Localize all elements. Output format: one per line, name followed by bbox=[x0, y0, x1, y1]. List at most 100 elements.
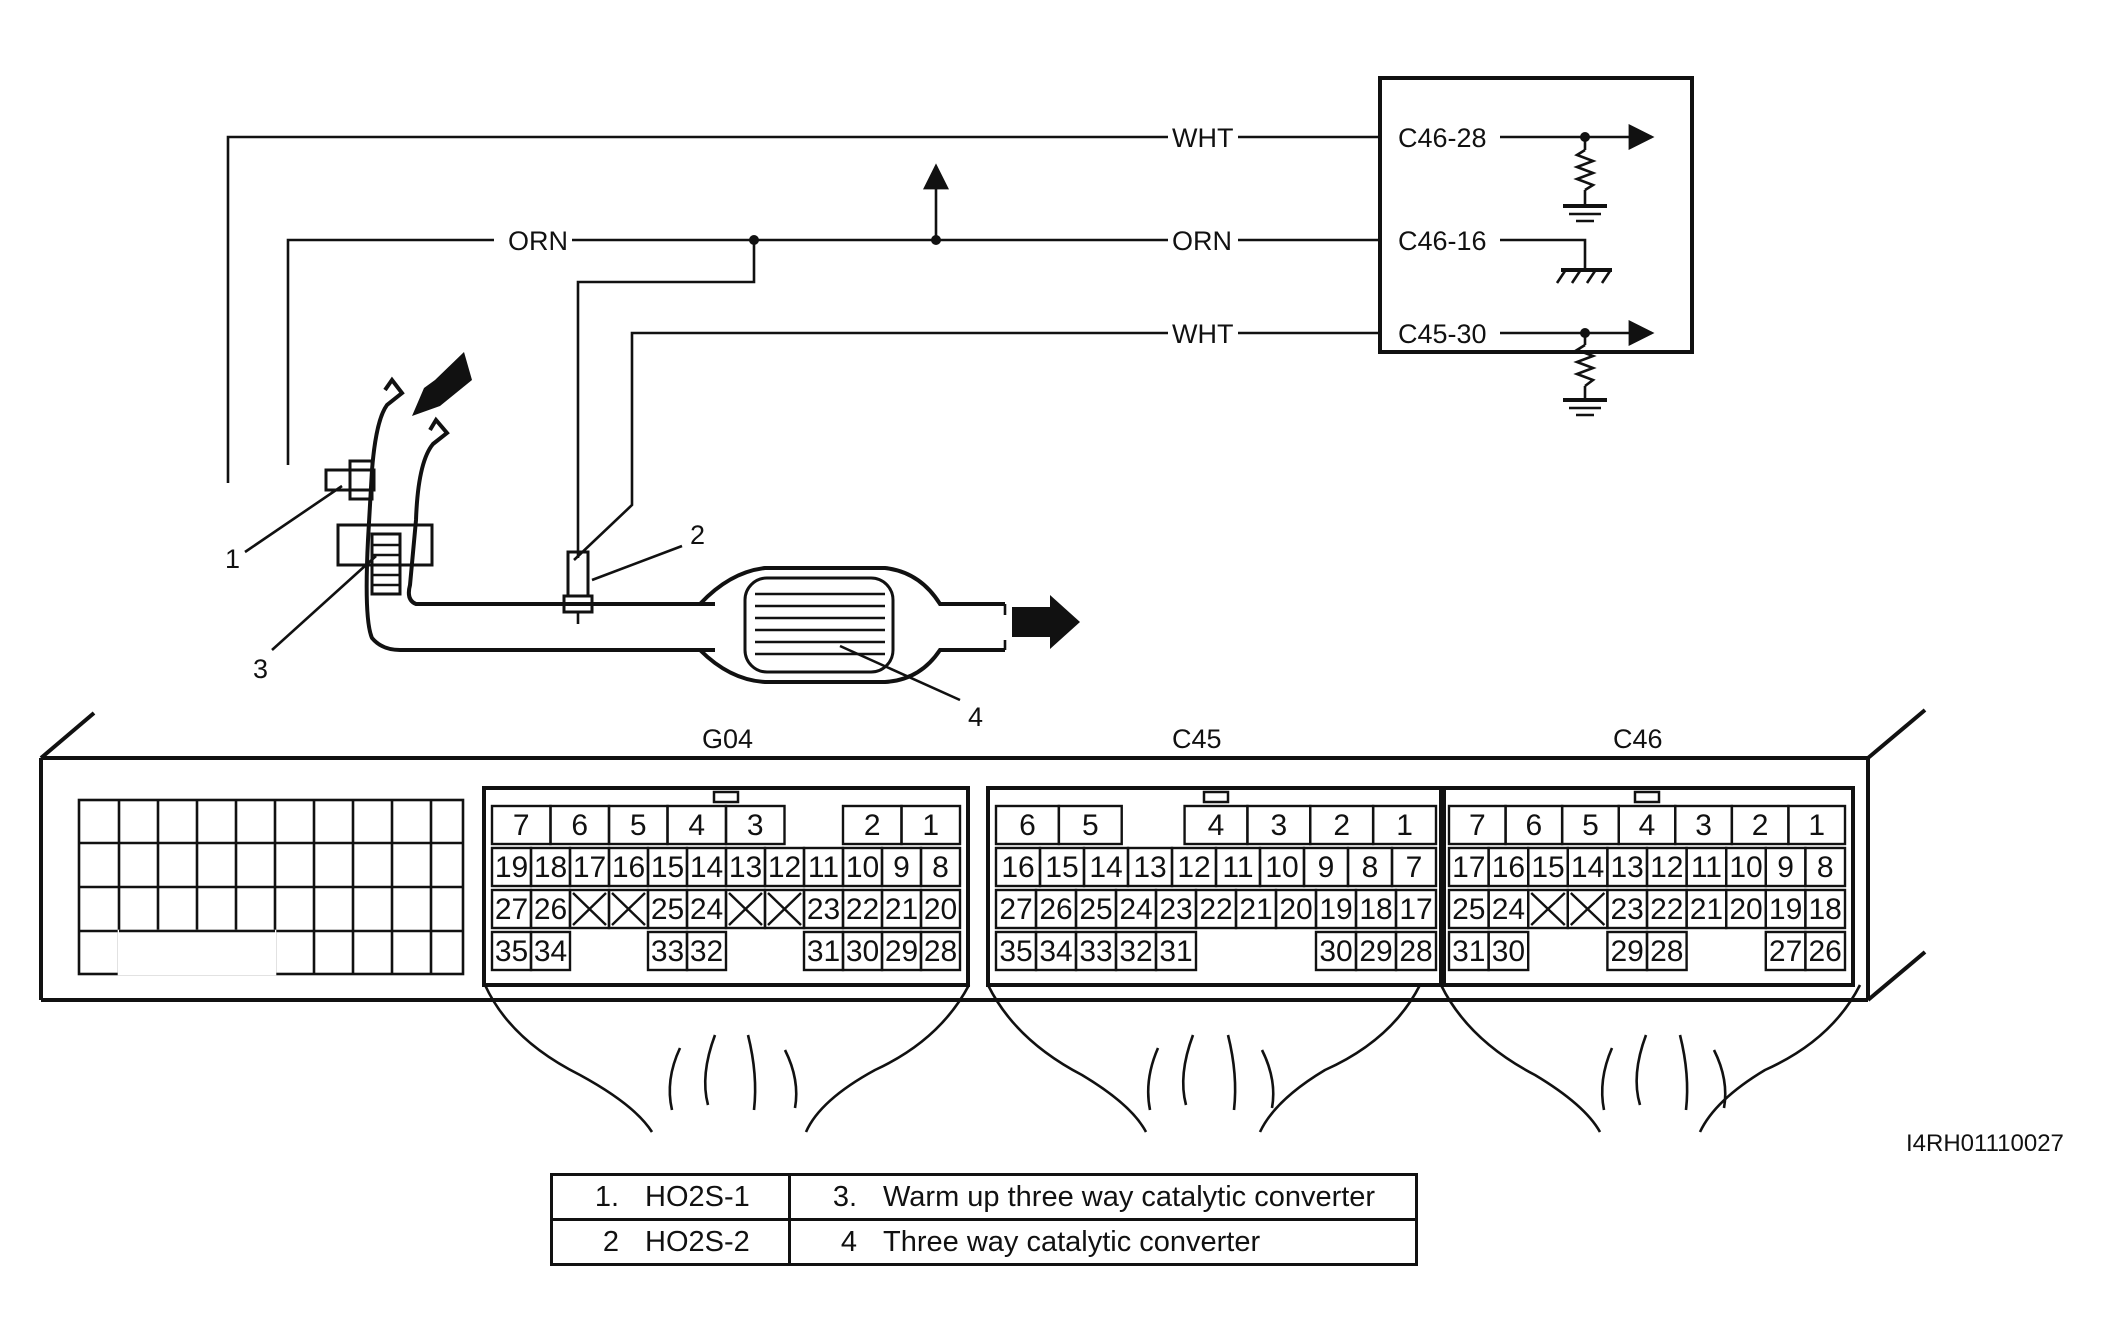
pin-number: 12 bbox=[768, 851, 801, 884]
pin-number: 6 bbox=[1019, 809, 1036, 842]
pin-number: 10 bbox=[1729, 851, 1762, 884]
pin-number: 7 bbox=[1406, 851, 1423, 884]
pin-number: 8 bbox=[932, 851, 949, 884]
pin-number: 23 bbox=[807, 893, 840, 926]
pin-number: 21 bbox=[885, 893, 918, 926]
pin-number: 30 bbox=[1492, 935, 1525, 968]
pin-number: 31 bbox=[1159, 935, 1192, 968]
pin-number: 9 bbox=[893, 851, 910, 884]
pin-number: 29 bbox=[1359, 935, 1392, 968]
legend-cell: 2 HO2S-2 bbox=[550, 1218, 791, 1266]
pin-number: 27 bbox=[999, 893, 1032, 926]
blank-pin-mark bbox=[767, 892, 802, 926]
legend-text: Warm up three way catalytic converter bbox=[883, 1180, 1376, 1213]
pin-number: 35 bbox=[999, 935, 1032, 968]
pin-cell bbox=[1804, 888, 1847, 930]
legend-number: 2 bbox=[602, 1225, 619, 1258]
pin-number: 7 bbox=[1469, 809, 1486, 842]
pin-cell bbox=[1371, 804, 1438, 846]
pin-cell bbox=[1804, 846, 1847, 888]
pin-number: 11 bbox=[808, 851, 839, 884]
pin-number: 26 bbox=[534, 893, 567, 926]
pin-number: 8 bbox=[1817, 851, 1834, 884]
pin-number: 20 bbox=[1279, 893, 1312, 926]
pin-number: 33 bbox=[651, 935, 684, 968]
pin-number: 24 bbox=[1492, 893, 1525, 926]
pin-number: 19 bbox=[1319, 893, 1352, 926]
pin-number: 25 bbox=[1452, 893, 1485, 926]
pin-number: 19 bbox=[1769, 893, 1802, 926]
pin-cell bbox=[1394, 888, 1438, 930]
pin-number: 28 bbox=[1650, 935, 1683, 968]
connector-shell bbox=[986, 786, 1446, 987]
pin-number: 7 bbox=[513, 809, 530, 842]
pin-cell bbox=[919, 930, 962, 972]
figure-code: I4RH01110027 bbox=[1906, 1130, 2064, 1157]
pin-number: 4 bbox=[1208, 809, 1225, 842]
pin-number: 14 bbox=[1089, 851, 1122, 884]
terminal-label-1: C46-28 bbox=[1398, 123, 1487, 153]
ecm-housing bbox=[39, 708, 1927, 1002]
pin-cell bbox=[1645, 930, 1688, 972]
blank-pin-mark bbox=[572, 892, 607, 926]
unused-connector-grid bbox=[77, 798, 465, 976]
pin-cell bbox=[1057, 804, 1123, 846]
pin-number: 16 bbox=[612, 851, 645, 884]
pin-number: 23 bbox=[1159, 893, 1192, 926]
callout-3: 3 bbox=[253, 654, 268, 684]
pin-cell bbox=[1804, 930, 1847, 972]
pin-number: 13 bbox=[1611, 851, 1644, 884]
pin-number: 6 bbox=[1526, 809, 1543, 842]
pin-number: 10 bbox=[1265, 851, 1298, 884]
exhaust-flow-arrow-icon bbox=[1012, 595, 1080, 649]
pin-number: 29 bbox=[1611, 935, 1644, 968]
pin-cell bbox=[919, 846, 962, 888]
pin-number: 28 bbox=[924, 935, 957, 968]
pin-number: 14 bbox=[690, 851, 723, 884]
pin-number: 2 bbox=[864, 809, 881, 842]
pin-number: 2 bbox=[1333, 809, 1350, 842]
connector-shell bbox=[1439, 786, 1855, 987]
pin-number: 15 bbox=[651, 851, 684, 884]
pin-number: 17 bbox=[573, 851, 606, 884]
pin-number: 32 bbox=[690, 935, 723, 968]
pin-number: 15 bbox=[1045, 851, 1078, 884]
pin-number: 22 bbox=[1199, 893, 1232, 926]
pin-cell bbox=[1787, 804, 1847, 846]
pin-number: 11 bbox=[1222, 851, 1253, 884]
pin-number: 21 bbox=[1239, 893, 1272, 926]
pin-number: 3 bbox=[1695, 809, 1712, 842]
callout-2: 2 bbox=[690, 520, 705, 550]
legend-text: HO2S-2 bbox=[645, 1225, 750, 1258]
pin-cell bbox=[1487, 930, 1530, 972]
pin-number: 3 bbox=[1271, 809, 1288, 842]
pin-number: 18 bbox=[1359, 893, 1392, 926]
pin-number: 27 bbox=[495, 893, 528, 926]
pin-number: 9 bbox=[1777, 851, 1794, 884]
pin-number: 18 bbox=[1809, 893, 1842, 926]
pin-number: 8 bbox=[1362, 851, 1379, 884]
pin-number: 20 bbox=[1729, 893, 1762, 926]
callout-4: 4 bbox=[968, 702, 983, 732]
pin-number: 34 bbox=[534, 935, 567, 968]
pin-number: 26 bbox=[1039, 893, 1072, 926]
blank-pin-mark bbox=[1569, 892, 1606, 926]
wire-wht-top bbox=[226, 135, 1168, 483]
pin-number: 24 bbox=[1119, 893, 1152, 926]
wire-harness-bundles bbox=[483, 984, 1862, 1133]
pin-number: 25 bbox=[651, 893, 684, 926]
pin-number: 5 bbox=[1082, 809, 1099, 842]
pin-number: 28 bbox=[1399, 935, 1432, 968]
pin-number: 1 bbox=[922, 809, 939, 842]
pin-cell bbox=[685, 930, 728, 972]
pin-number: 31 bbox=[807, 935, 840, 968]
pin-number: 16 bbox=[1492, 851, 1525, 884]
callout-1: 1 bbox=[225, 544, 240, 574]
wire-label-orn-right: ORN bbox=[1172, 226, 1232, 256]
pin-cell bbox=[900, 804, 962, 846]
pin-number: 32 bbox=[1119, 935, 1152, 968]
pin-number: 3 bbox=[747, 809, 764, 842]
